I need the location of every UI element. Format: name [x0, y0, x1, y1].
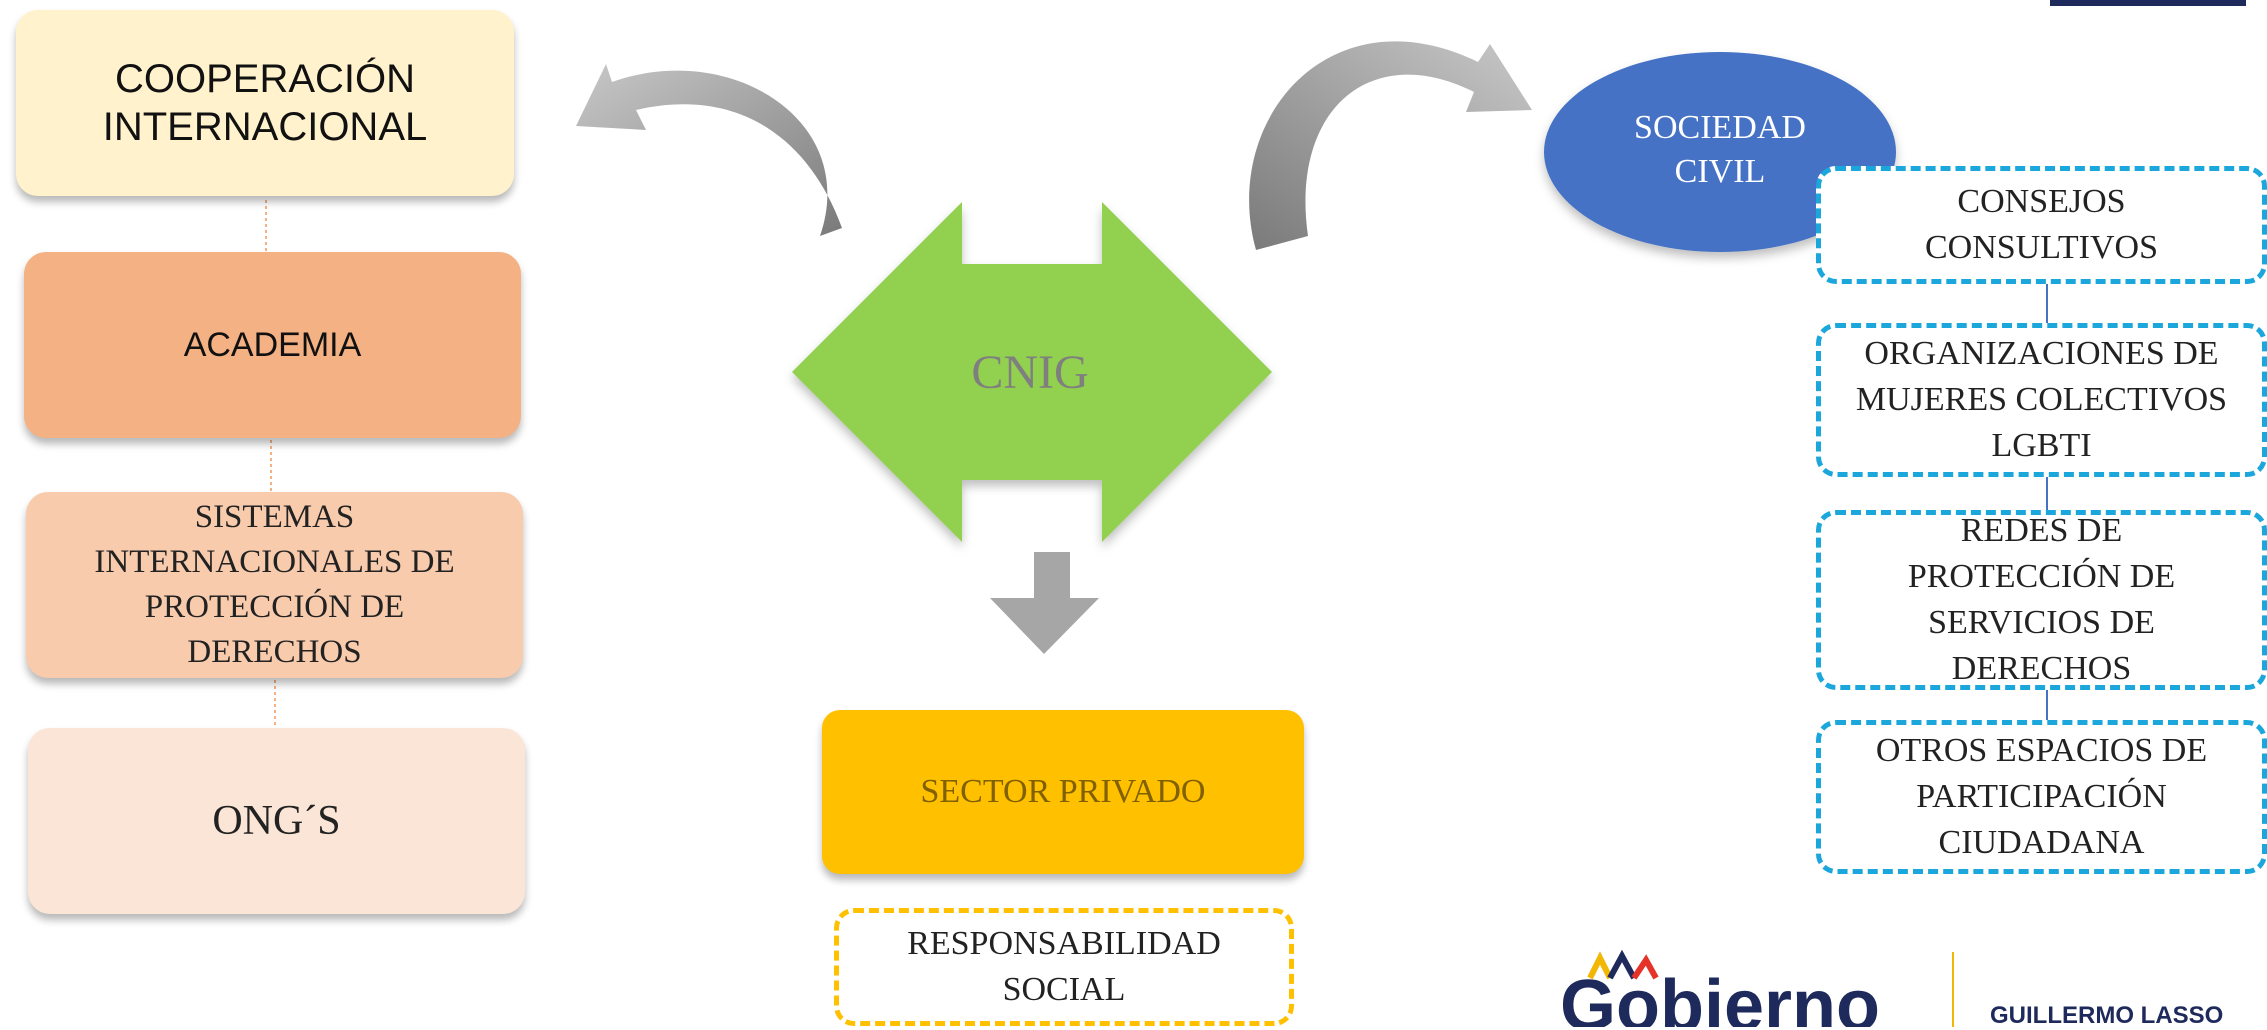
redes-proteccion-box: REDES DE PROTECCIÓN DE SERVICIOS DE DERE… — [1816, 510, 2267, 690]
organizaciones-mujeres-box: ORGANIZACIONES DE MUJERES COLECTIVOS LGB… — [1816, 323, 2267, 477]
otros-espacios-box: OTROS ESPACIOS DE PARTICIPACIÓN CIUDADAN… — [1816, 720, 2267, 874]
logo-mark-icon — [1587, 949, 1659, 980]
sistemas-internacionales-label: SISTEMAS INTERNACIONALES DE PROTECCIÓN D… — [94, 499, 455, 670]
sociedad-civil-ellipse — [1544, 52, 1896, 252]
cnig-double-arrow-icon — [792, 202, 1272, 542]
redes-proteccion-label: REDES DE PROTECCIÓN DE SERVICIOS DE DERE… — [1907, 512, 2176, 687]
cnig-label: CNIG — [971, 345, 1089, 399]
top-right-bar — [2050, 0, 2246, 6]
sociedad-civil-label: SOCIEDAD CIVIL — [1634, 109, 1806, 190]
sector-privado-label: SECTOR PRIVADO — [920, 773, 1206, 810]
consejos-consultivos-label: CONSEJOS CONSULTIVOS — [1924, 183, 2158, 266]
cooperacion-internacional-label: COOPERACIÓN INTERNACIONAL — [102, 57, 428, 149]
cooperacion-internacional-box: COOPERACIÓN INTERNACIONAL — [16, 10, 514, 196]
sistemas-internacionales-box: SISTEMAS INTERNACIONALES DE PROTECCIÓN D… — [26, 492, 523, 678]
curved-arrow-left-icon — [576, 64, 842, 236]
cnig-label-wrap: CNIG — [930, 332, 1130, 412]
academia-label: ACADEMIA — [183, 325, 362, 364]
logo-divider — [1952, 952, 1954, 1027]
sector-privado-box: SECTOR PRIVADO — [822, 710, 1304, 874]
organizaciones-mujeres-label: ORGANIZACIONES DE MUJERES COLECTIVOS LGB… — [1855, 335, 2228, 464]
curved-arrow-right-icon — [1249, 41, 1532, 250]
down-arrow-icon — [990, 552, 1099, 654]
logo-name: GUILLERMO LASSO — [1990, 1002, 2224, 1029]
consejos-consultivos-box: CONSEJOS CONSULTIVOS — [1816, 166, 2267, 284]
academia-box: ACADEMIA — [24, 252, 521, 438]
ongs-label: ONG´S — [212, 798, 341, 844]
sociedad-civil-label-wrap: SOCIEDAD CIVIL — [1580, 100, 1860, 200]
otros-espacios-label: OTROS ESPACIOS DE PARTICIPACIÓN CIUDADAN… — [1875, 732, 2208, 861]
responsabilidad-social-box: RESPONSABILIDAD SOCIAL — [834, 908, 1294, 1026]
ongs-box: ONG´S — [28, 728, 525, 914]
responsabilidad-social-label: RESPONSABILIDAD SOCIAL — [907, 925, 1221, 1008]
gobierno-logo: Gobierno — [1556, 948, 1976, 1027]
logo-word: Gobierno — [1560, 966, 1880, 1027]
